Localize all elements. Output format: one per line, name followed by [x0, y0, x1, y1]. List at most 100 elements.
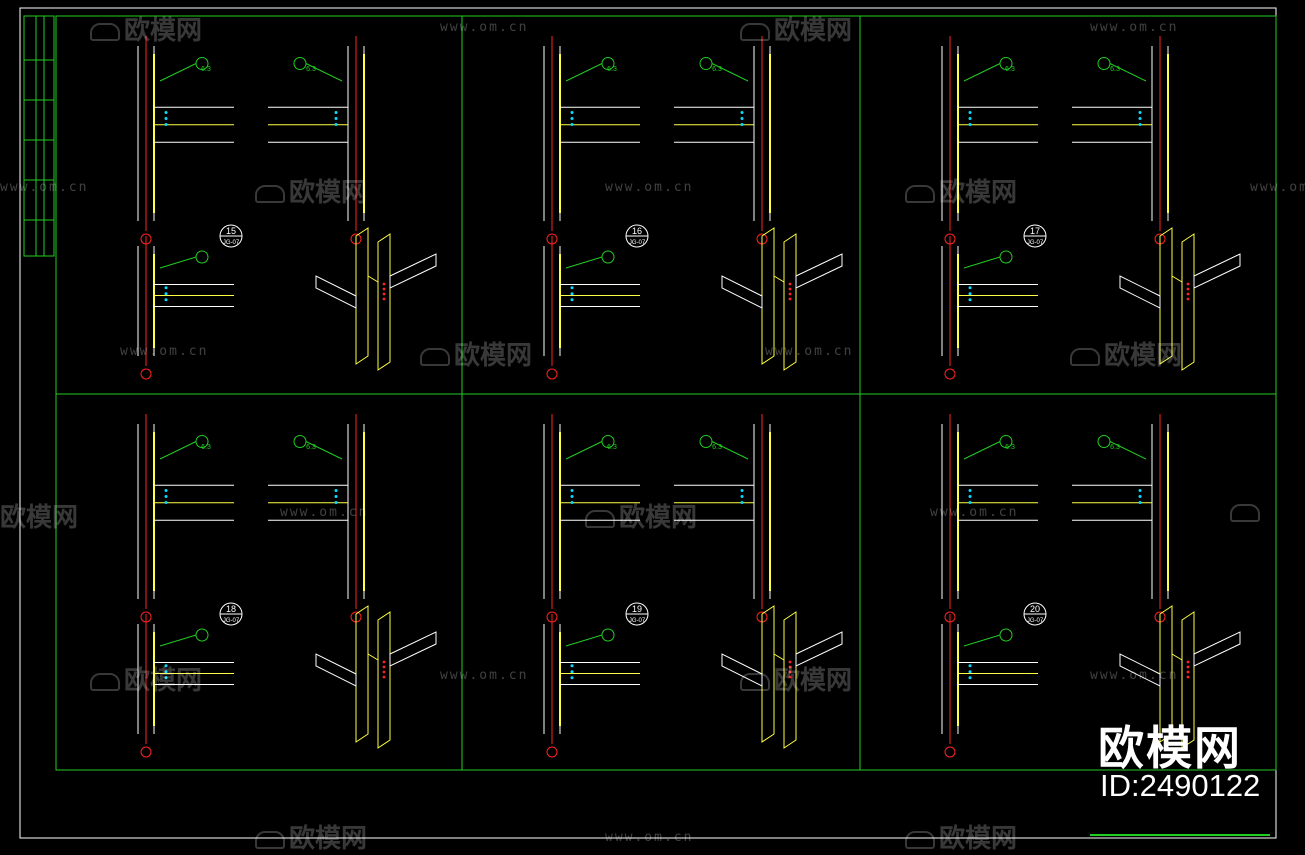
watermark-logo: 欧模网	[1070, 335, 1182, 372]
bolt	[164, 495, 168, 498]
iso-column	[1159, 227, 1173, 365]
watermark-url: www.om.cn	[280, 505, 369, 520]
leader-line	[159, 441, 197, 460]
iso-bolt	[1186, 675, 1190, 679]
iso-bolt	[1186, 297, 1190, 301]
weld-symbol-circle	[293, 435, 307, 448]
watermark-url: www.om.cn	[1090, 20, 1179, 35]
detail-number: 20	[1030, 604, 1040, 614]
watermark-logo: 欧模网	[0, 503, 79, 533]
sofa-icon	[740, 672, 770, 691]
iso-bolt	[788, 282, 792, 286]
watermark-url: www.om.cn	[440, 20, 529, 35]
detail-sheet-ref: JG-07	[629, 240, 646, 246]
detail-grid	[55, 15, 1277, 771]
leader-line	[159, 63, 197, 82]
watermark-url: www.om.cn	[120, 344, 209, 359]
leader-line	[565, 63, 603, 82]
iso-column	[783, 611, 797, 749]
weld-symbol-label: 6.3	[306, 444, 316, 451]
watermark-logo: 欧模网	[905, 818, 1017, 855]
detail-sheet-ref: JG-07	[223, 618, 240, 624]
model-id: ID:2490122	[1100, 768, 1261, 803]
sofa-icon	[90, 672, 120, 691]
weld-symbol-circle	[999, 57, 1013, 70]
axis-bubble	[944, 746, 956, 758]
bolt	[334, 489, 338, 492]
iso-bolt	[788, 665, 792, 669]
leader-line	[565, 634, 603, 647]
bolt	[164, 489, 168, 492]
iso-bolt	[1186, 665, 1190, 669]
bolt	[570, 489, 574, 492]
leader-line	[305, 441, 343, 460]
weld-symbol-circle	[195, 57, 209, 70]
weld-symbol-label: 6.3	[607, 66, 617, 73]
watermark-logo: 欧模网	[420, 335, 532, 372]
bolt	[570, 286, 574, 290]
bolt	[570, 292, 574, 296]
weld-symbol-label: 6.3	[712, 66, 722, 73]
weld-symbol-label: 6.3	[306, 66, 316, 73]
weld-symbol-circle	[195, 250, 209, 264]
bolt	[164, 298, 168, 302]
bolt	[740, 489, 744, 492]
bolt	[570, 501, 574, 504]
bolt	[570, 670, 574, 674]
iso-beam	[795, 631, 843, 667]
iso-bolt	[382, 292, 386, 296]
iso-beam	[795, 253, 843, 289]
leader-line	[159, 634, 197, 647]
bolt	[740, 117, 744, 120]
bolt	[334, 495, 338, 498]
bolt	[968, 111, 972, 114]
iso-beam	[721, 275, 763, 309]
detail-sheet-ref: JG-07	[1027, 240, 1044, 246]
watermark-url: www.om.cn	[440, 668, 529, 683]
weld-symbol-label: 6.3	[201, 66, 211, 73]
iso-column	[1181, 233, 1195, 371]
iso-beam	[315, 275, 357, 309]
iso-beam	[1193, 253, 1241, 289]
weld-symbol-circle	[699, 57, 713, 70]
leader-line	[711, 63, 749, 82]
iso-bolt	[788, 287, 792, 291]
watermark-url: www.om.cn	[930, 505, 1019, 520]
watermark-url: www.om.cn	[1090, 668, 1179, 683]
bolt	[570, 111, 574, 114]
sofa-icon	[1230, 503, 1260, 522]
leader-line	[305, 63, 343, 82]
iso-beam	[1119, 275, 1161, 309]
weld-symbol-label: 6.3	[1005, 444, 1015, 451]
detail-number: 19	[632, 604, 642, 614]
weld-symbol-circle	[1097, 57, 1111, 70]
leader-line	[1109, 441, 1147, 460]
leader-line	[963, 63, 1001, 82]
iso-bolt	[382, 675, 386, 679]
iso-column	[761, 227, 775, 365]
bolt	[740, 111, 744, 114]
sofa-icon	[255, 184, 285, 203]
watermark-logo: 欧模网	[740, 10, 852, 47]
sofa-icon	[740, 22, 770, 41]
brand-logo-text: 欧模网	[1098, 721, 1242, 775]
iso-bolt	[382, 660, 386, 664]
iso-web	[773, 275, 785, 283]
iso-bolt	[788, 675, 792, 679]
bolt	[570, 298, 574, 302]
detail-sheet-ref: JG-07	[629, 618, 646, 624]
weld-symbol-circle	[601, 250, 615, 264]
iso-bolt	[1186, 282, 1190, 286]
weld-symbol-circle	[999, 628, 1013, 642]
iso-bolt	[788, 297, 792, 301]
axis-bubble	[546, 746, 558, 758]
iso-column	[1181, 611, 1195, 749]
weld-symbol-label: 6.3	[1005, 66, 1015, 73]
bolt	[968, 495, 972, 498]
iso-web	[1171, 275, 1183, 283]
leader-line	[963, 256, 1001, 269]
iso-bolt	[382, 282, 386, 286]
